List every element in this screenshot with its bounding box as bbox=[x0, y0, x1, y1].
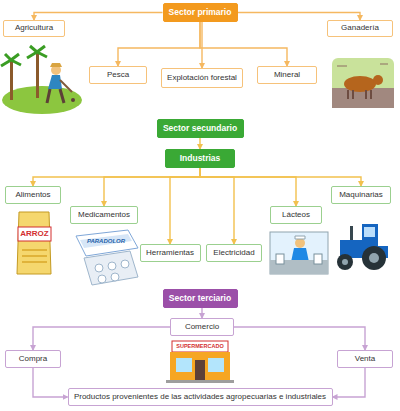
connector-arrow bbox=[33, 327, 170, 350]
connector-arrow bbox=[238, 13, 361, 21]
connector-arrow bbox=[200, 22, 287, 66]
category-box: Ganadería bbox=[327, 20, 393, 37]
node-label: Agricultura bbox=[15, 24, 53, 33]
cattle-illustration bbox=[332, 58, 394, 108]
node-label: Herramientas bbox=[146, 249, 194, 258]
node-label: Lácteos bbox=[282, 211, 310, 220]
category-box: Comercio bbox=[170, 318, 234, 336]
sector-box: Sector secundario bbox=[157, 119, 244, 138]
sector-box: Industrias bbox=[165, 149, 235, 168]
illustration-text: SUPERMERCADO bbox=[172, 344, 228, 350]
connector-arrow bbox=[34, 13, 163, 21]
node-label: Alimentos bbox=[15, 191, 50, 200]
category-box: Agricultura bbox=[3, 20, 65, 37]
category-box: Compra bbox=[5, 350, 61, 368]
connector-arrow bbox=[200, 168, 296, 206]
node-label: Industrias bbox=[180, 154, 221, 163]
node-label: Venta bbox=[355, 355, 375, 364]
medicine-illustration bbox=[76, 230, 138, 285]
connector-arrow bbox=[104, 168, 200, 206]
category-box: Pesca bbox=[89, 66, 147, 84]
tractor-illustration bbox=[337, 224, 388, 270]
connector-arrow bbox=[170, 168, 200, 244]
node-label: Explotación forestal bbox=[167, 74, 237, 83]
category-box: Medicamentos bbox=[70, 206, 138, 224]
rice-bag-illustration bbox=[17, 212, 51, 274]
illustration-text: PARADOLOR bbox=[82, 238, 130, 244]
connector-arrow bbox=[200, 168, 361, 186]
illustration-text: ARROZ bbox=[18, 230, 51, 238]
connector-arrow bbox=[234, 327, 365, 350]
category-box: Mineral bbox=[257, 66, 317, 84]
node-label: Pesca bbox=[107, 71, 129, 80]
category-box: Explotación forestal bbox=[161, 68, 243, 88]
connector-arrow bbox=[33, 368, 68, 397]
category-box: Productos provenientes de las actividade… bbox=[68, 388, 333, 406]
category-box: Maquinarias bbox=[331, 186, 391, 204]
node-label: Maquinarias bbox=[339, 191, 383, 200]
node-label: Sector secundario bbox=[163, 124, 237, 133]
node-label: Sector primario bbox=[169, 8, 232, 17]
node-label: Compra bbox=[19, 355, 47, 364]
sector-box: Sector terciario bbox=[163, 289, 238, 308]
sector-box: Sector primario bbox=[163, 3, 238, 22]
node-label: Ganadería bbox=[341, 24, 379, 33]
supermarket-illustration bbox=[166, 341, 234, 383]
connector-arrow bbox=[201, 22, 202, 68]
category-box: Alimentos bbox=[5, 186, 61, 204]
category-box: Lácteos bbox=[270, 206, 322, 224]
connector-arrow bbox=[118, 22, 200, 66]
farmer-illustration bbox=[1, 46, 82, 114]
node-label: Sector terciario bbox=[169, 294, 231, 303]
category-box: Venta bbox=[337, 350, 393, 368]
connector-arrow bbox=[201, 308, 202, 318]
node-label: Electricidad bbox=[213, 249, 254, 258]
connector-arrow bbox=[199, 138, 200, 149]
dairy-illustration bbox=[270, 232, 328, 274]
connector-arrow bbox=[200, 168, 234, 244]
connector-arrow bbox=[333, 368, 366, 397]
category-box: Electricidad bbox=[206, 244, 262, 262]
node-label: Mineral bbox=[274, 71, 300, 80]
category-box: Herramientas bbox=[140, 244, 201, 262]
node-label: Comercio bbox=[185, 323, 219, 332]
node-label: Productos provenientes de las actividade… bbox=[74, 393, 326, 402]
node-label: Medicamentos bbox=[78, 211, 130, 220]
